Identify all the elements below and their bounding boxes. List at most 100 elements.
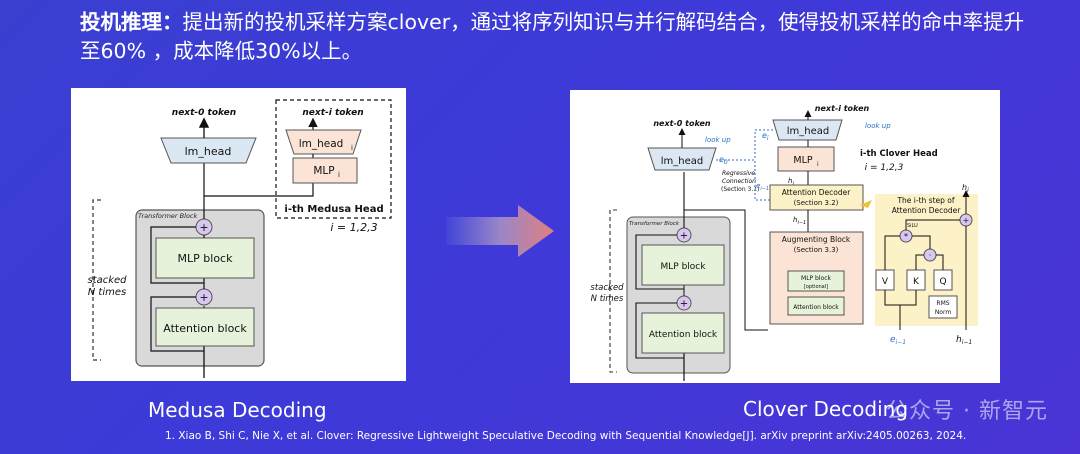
svg-text:+: + <box>199 291 208 304</box>
mlp-block-optional-label: MLP block <box>801 275 831 282</box>
medusa-svg: stacked N times Transformer Block Attent… <box>87 99 392 378</box>
k-label: K <box>913 277 920 287</box>
nexti-label: next-i token <box>302 108 363 118</box>
watermark: 公众号 · 新智元 <box>886 399 1048 424</box>
step2-label: Attention Decoder <box>892 206 961 215</box>
svg-text:*: * <box>904 232 908 241</box>
e-bottom-subscript: i−1 <box>896 339 907 346</box>
svg-text:ei−1: ei−1 <box>890 335 906 346</box>
ei-label: e <box>762 131 767 140</box>
rms2-label: Norm <box>935 309 952 316</box>
regressive-label: Regressive <box>722 170 755 177</box>
q-label: Q <box>939 277 946 287</box>
section33-label: (Section 3.3) <box>794 246 839 254</box>
medusa-eq: i = 1,2,3 <box>330 221 377 234</box>
title-text: 提出新的投机采样方案clover，通过将序列知识与并行解码结合，使得投机采样的命… <box>80 10 1025 63</box>
svg-text:ei−1: ei−1 <box>756 182 769 192</box>
mlp-i-subscript: i <box>338 171 340 179</box>
mlp-block-label: MLP block <box>661 262 707 272</box>
lookup1-label: look up <box>705 136 731 144</box>
lm-head <box>647 147 717 171</box>
stacked-label: stacked <box>590 283 624 293</box>
lm-head-i <box>285 129 362 155</box>
attention-decoder <box>769 184 864 211</box>
svg-text:+: + <box>199 221 208 234</box>
medusa-head-box <box>275 99 392 219</box>
ei-subscript: i <box>767 135 769 142</box>
lm-head-label: lm_head <box>661 156 704 167</box>
section32-label: (Section 3.2) <box>794 199 839 207</box>
rms-norm <box>928 295 958 319</box>
mlp-i-subscript: i <box>817 161 819 168</box>
clover-svg: stacked N times Transformer Block Attent… <box>590 104 978 381</box>
e0-subscript: 0 <box>724 159 728 166</box>
stacked-label: stacked <box>87 275 127 286</box>
svg-text:+: + <box>680 231 688 242</box>
nexti-label: next-i token <box>815 104 870 113</box>
attention-block <box>155 307 255 347</box>
augmenting-label: Augmenting Block <box>782 235 851 244</box>
transformer-label: Transformer Block <box>629 221 680 227</box>
mlp-i-label: MLP <box>313 165 334 177</box>
h-i-label: h <box>788 177 792 185</box>
clover-diagram: stacked N times Transformer Block Attent… <box>570 90 1000 383</box>
clover-eq: i = 1,2,3 <box>865 163 904 173</box>
attention-block-label: Attention block <box>649 330 718 340</box>
e-bottom-label: e <box>890 335 896 345</box>
h-bottom-subscript: i−1 <box>962 339 973 346</box>
eim1-subscript: i−1 <box>760 186 769 192</box>
ntimes-label: N times <box>88 287 126 298</box>
mlp-i <box>777 146 835 172</box>
ntimes-label: N times <box>591 294 624 304</box>
next0-label: next-0 token <box>653 119 711 128</box>
lm-head <box>160 137 257 164</box>
footnote: 1. Xiao B, Shi C, Nie X, et al. Clover: … <box>165 430 967 442</box>
eim1-label: e <box>756 182 760 190</box>
rms1-label: RMS <box>936 300 949 307</box>
attention-block <box>641 312 725 354</box>
clover-head-label: i-th Clover Head <box>860 149 938 159</box>
transformer-label: Transformer Block <box>138 212 197 220</box>
svg-text:hi−1: hi−1 <box>793 216 806 226</box>
mlp-i <box>292 157 358 184</box>
lm-head-i-subscript: i <box>351 144 353 152</box>
svg-text:ei: ei <box>762 131 769 142</box>
svg-text:+: + <box>963 216 970 225</box>
attention-decoder-label: Attention Decoder <box>782 188 851 197</box>
mlp-i-label: MLP <box>793 155 812 166</box>
lm-head-2-label: lm_head <box>787 126 830 137</box>
mlp-block <box>155 237 255 279</box>
next0-label: next-0 token <box>172 108 236 118</box>
h-top-label: h <box>962 183 967 192</box>
slide-title: 投机推理：提出新的投机采样方案clover，通过将序列知识与并行解码结合，使得投… <box>80 8 1040 66</box>
optional-label: [optional] <box>804 284 828 290</box>
medusa-caption: Medusa Decoding <box>148 398 327 422</box>
lm-head-i-label: lm_head <box>299 138 344 150</box>
svg-text:hi−1: hi−1 <box>956 335 972 346</box>
lm-head-label: lm_head <box>185 145 232 158</box>
h-bottom-label: h <box>956 335 962 345</box>
connection-label: Connection <box>722 178 756 185</box>
lm-head-2 <box>772 119 843 141</box>
svg-text:+: + <box>680 299 688 310</box>
clover-caption: Clover Decoding <box>743 397 909 421</box>
mlp-block <box>641 244 725 286</box>
attention-block-label: Attention block <box>163 322 247 335</box>
h-i-subscript: i <box>792 181 794 187</box>
svg-text:hi: hi <box>788 177 794 187</box>
silu-label: SiLU <box>907 223 918 229</box>
lookup2-label: look up <box>865 122 891 130</box>
h-top-subscript: i <box>967 187 969 194</box>
attention-block-small-label: Attention block <box>793 304 839 311</box>
stacked-bracket <box>92 199 101 361</box>
attention-block-small <box>787 296 845 316</box>
mlp-block-label: MLP block <box>178 252 234 265</box>
h-im1-label: h <box>793 216 797 224</box>
section31-label: (Section 3.1) <box>721 186 759 193</box>
mlp-block-optional <box>787 270 845 292</box>
title-lead: 投机推理： <box>80 10 183 34</box>
medusa-head-label: i-th Medusa Head <box>284 204 383 215</box>
h-im1-subscript: i−1 <box>797 220 806 226</box>
step1-label: The i-th step of <box>896 196 954 205</box>
v-label: V <box>882 277 889 287</box>
